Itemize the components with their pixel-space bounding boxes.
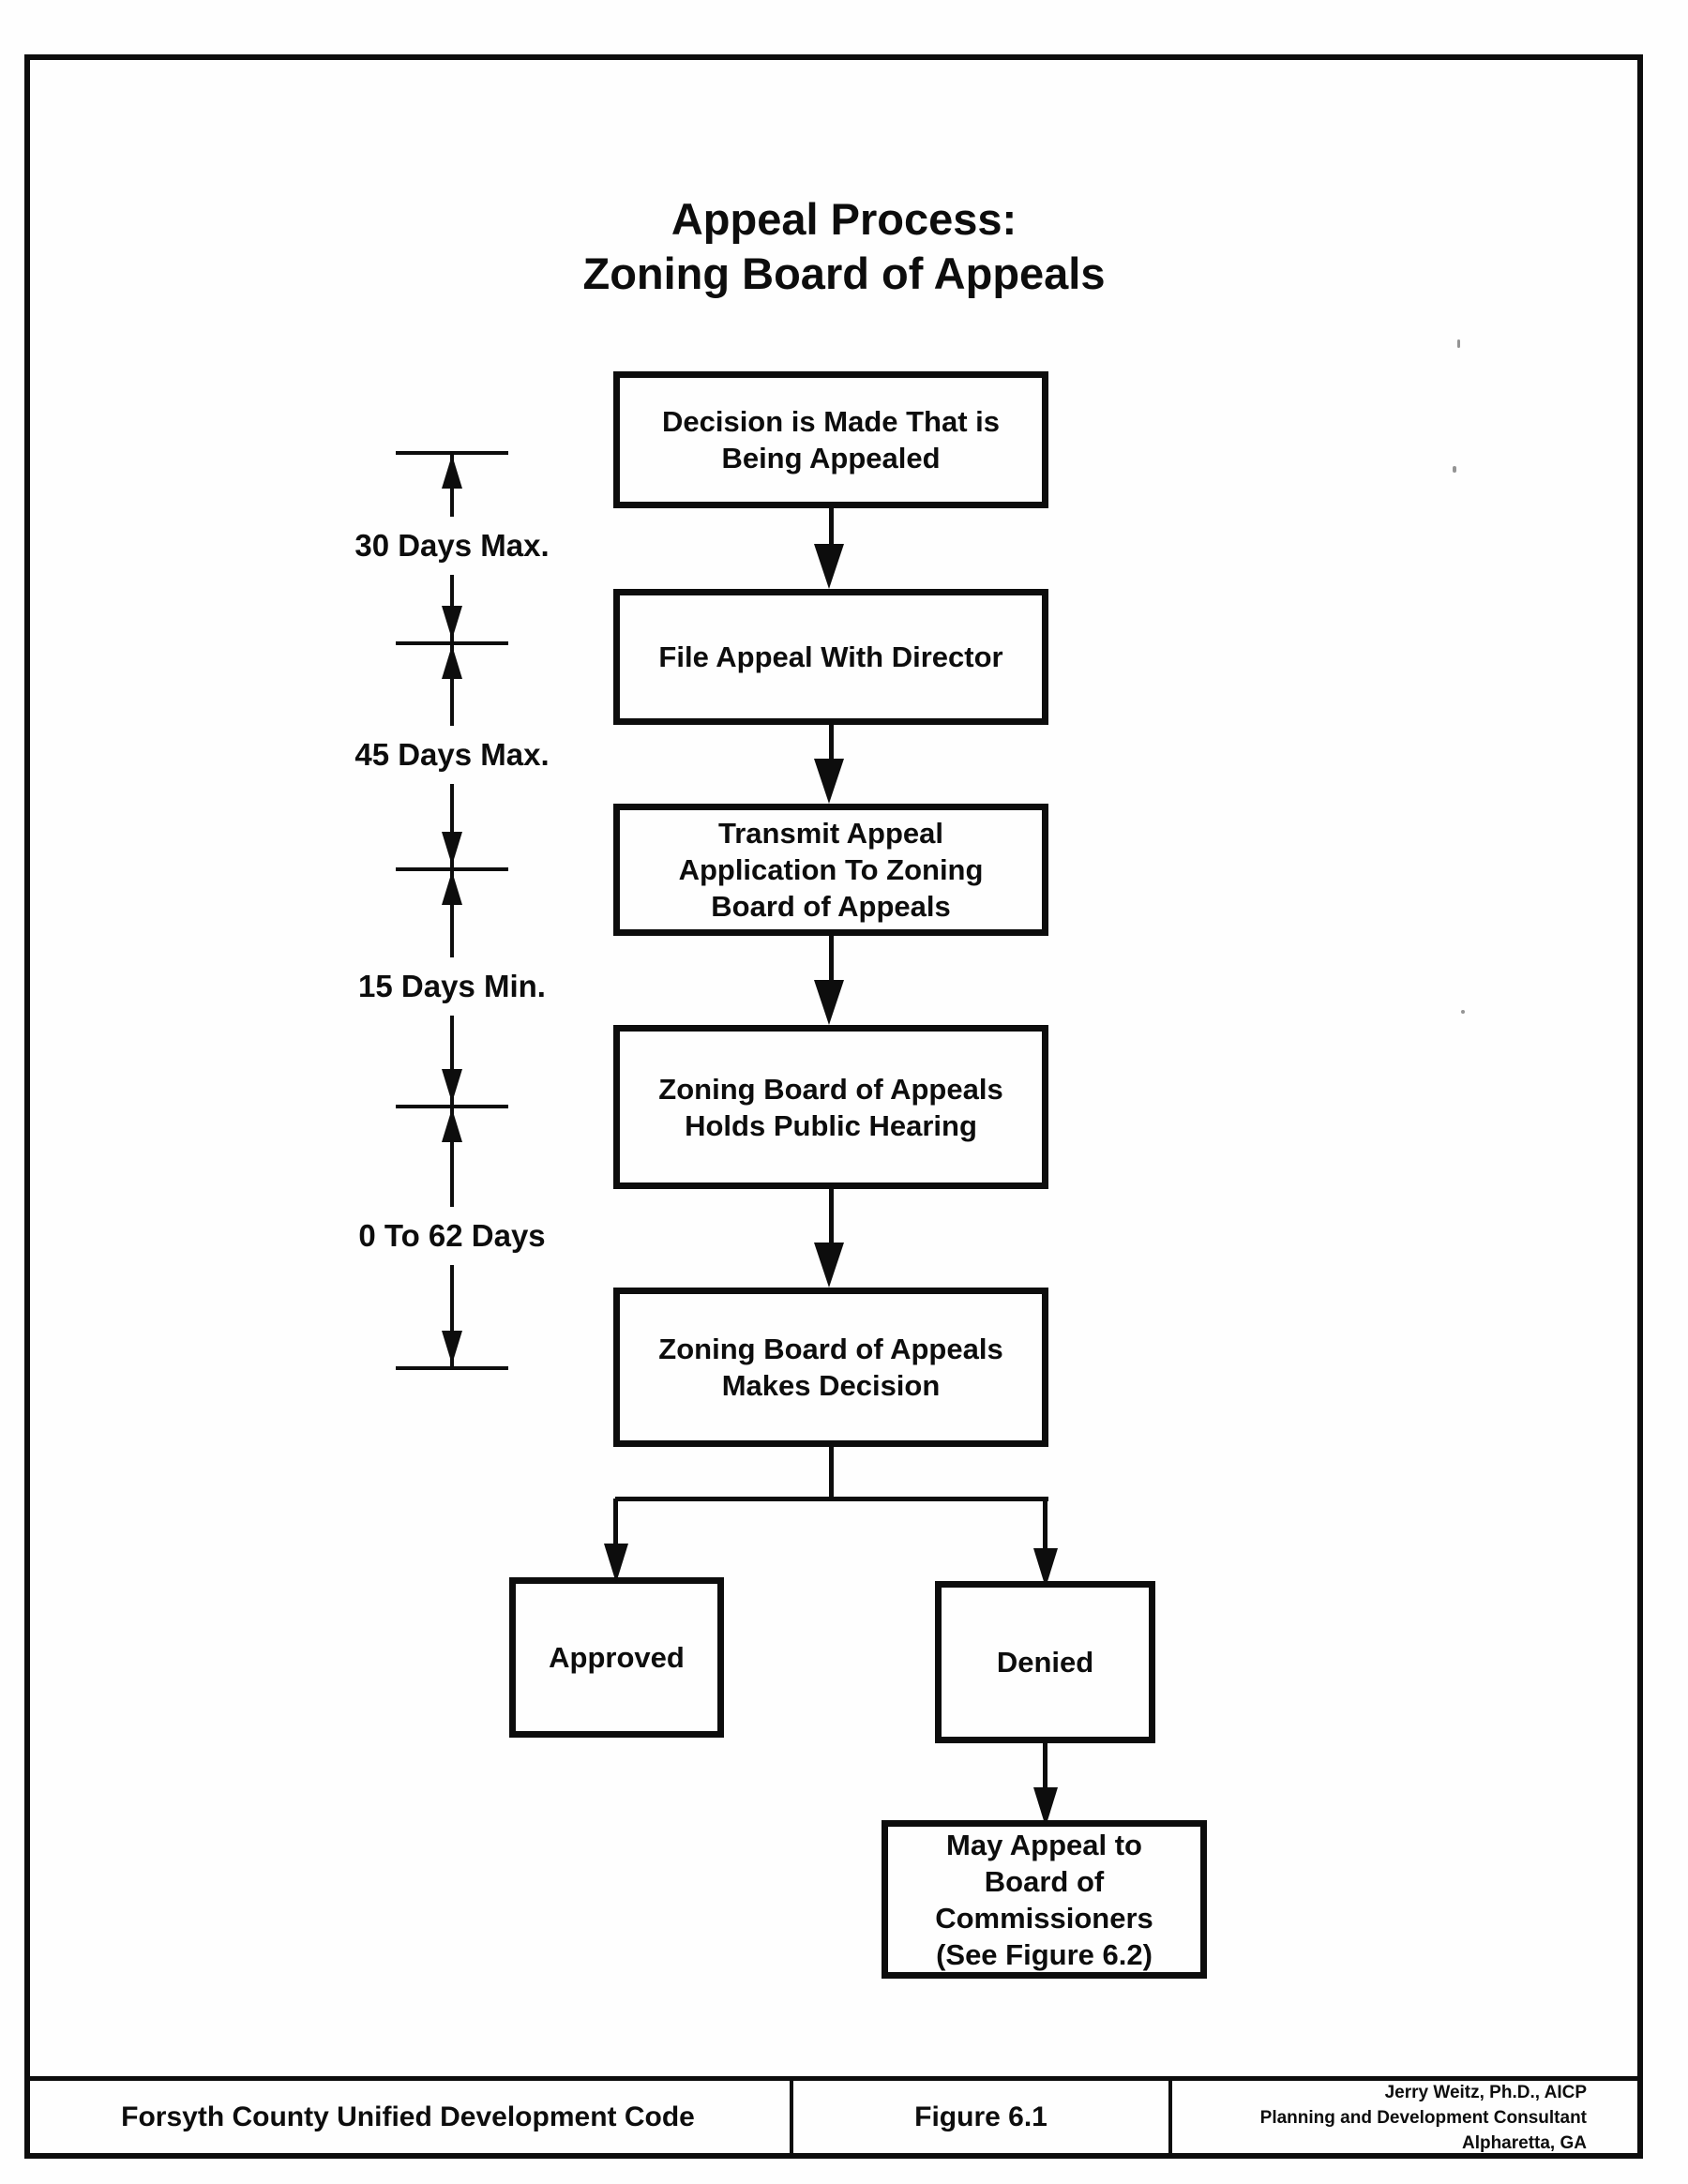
figure-title-line-1: Appeal Process: [671, 194, 1017, 244]
flow-arrow-stem [829, 508, 834, 546]
scan-speck [1461, 1010, 1465, 1014]
flow-arrow-stem [829, 725, 834, 761]
dimension-tick [396, 641, 508, 645]
branch-arrow-stem-approved [613, 1499, 618, 1547]
page-border [24, 54, 1643, 2159]
arrowhead-down-icon [442, 832, 462, 866]
flow-box-denied: Denied [935, 1581, 1155, 1743]
arrowhead-down-icon [442, 1069, 462, 1103]
arrowhead-up-icon [442, 871, 462, 905]
dimension-tick [396, 867, 508, 871]
flow-box-label: Decision is Made That is Being Appealed [661, 405, 1001, 474]
flow-arrow-stem [829, 936, 834, 982]
footer-divider [790, 2076, 793, 2159]
flow-box-decision-made: Decision is Made That is Being Appealed [613, 371, 1048, 508]
footer-credit-role: Planning and Development Consultant [1259, 2107, 1587, 2128]
flow-box-approved: Approved [509, 1577, 724, 1738]
footer-credit-location: Alpharetta, GA [1461, 2132, 1587, 2153]
dimension-tick [396, 1366, 508, 1370]
dimension-tick [396, 451, 508, 455]
arrowhead-down-icon [604, 1544, 628, 1583]
flow-arrow-stem [1043, 1743, 1047, 1791]
flow-box-file-appeal: File Appeal With Director [613, 589, 1048, 725]
scan-speck [1457, 339, 1460, 348]
scan-speck [1453, 466, 1456, 473]
arrowhead-down-icon [814, 980, 844, 1025]
flow-box-label: Approved [549, 1641, 685, 1674]
footer-credit-block: Jerry Weitz, Ph.D., AICP Planning and De… [1172, 2078, 1615, 2157]
figure-title-line-2: Zoning Board of Appeals [582, 249, 1106, 298]
footer-document-title: Forsyth County Unified Development Code [121, 2101, 695, 2132]
arrowhead-down-icon [1033, 1787, 1058, 1827]
flow-box-label: Transmit Appeal Application To Zoning Bo… [678, 817, 984, 923]
arrowhead-down-icon [1033, 1548, 1058, 1588]
arrowhead-up-icon [442, 645, 462, 679]
flow-box-label: File Appeal With Director [658, 640, 1003, 673]
arrowhead-down-icon [814, 1243, 844, 1288]
footer-credit-name: Jerry Weitz, Ph.D., AICP [1384, 2082, 1587, 2102]
branch-arrow-stem-denied [1043, 1499, 1047, 1552]
arrowhead-down-icon [814, 544, 844, 589]
flow-arrow-stem [829, 1189, 834, 1244]
arrowhead-down-icon [442, 1331, 462, 1364]
duration-label-15-days: 15 Days Min. [353, 957, 551, 1016]
arrowhead-down-icon [814, 759, 844, 804]
flow-box-may-appeal: May Appeal to Board of Commissioners (Se… [882, 1820, 1207, 1979]
flow-box-label: Zoning Board of Appeals Makes Decision [658, 1333, 1003, 1402]
dimension-tick [396, 1105, 508, 1108]
duration-label-45-days: 45 Days Max. [349, 726, 555, 784]
flow-box-label: Denied [996, 1646, 1094, 1679]
branch-connector-stub [829, 1447, 834, 1500]
flow-box-transmit-appeal: Transmit Appeal Application To Zoning Bo… [613, 804, 1048, 936]
flow-box-label: May Appeal to Board of Commissioners (Se… [935, 1828, 1153, 1971]
duration-label-30-days: 30 Days Max. [349, 517, 555, 575]
footer-divider [1168, 2076, 1172, 2159]
arrowhead-up-icon [442, 455, 462, 489]
duration-label-0-62-days: 0 To 62 Days [353, 1207, 551, 1265]
arrowhead-down-icon [442, 606, 462, 640]
figure-title: Appeal Process: Zoning Board of Appeals [0, 192, 1688, 301]
arrowhead-up-icon [442, 1108, 462, 1142]
flow-box-public-hearing: Zoning Board of Appeals Holds Public Hea… [613, 1025, 1048, 1189]
footer-figure-number: Figure 6.1 [914, 2101, 1047, 2132]
flow-box-makes-decision: Zoning Board of Appeals Makes Decision [613, 1288, 1048, 1447]
footer-top-rule [24, 2076, 1643, 2081]
flow-box-label: Zoning Board of Appeals Holds Public Hea… [658, 1072, 1003, 1142]
branch-connector-horizontal [615, 1497, 1048, 1501]
